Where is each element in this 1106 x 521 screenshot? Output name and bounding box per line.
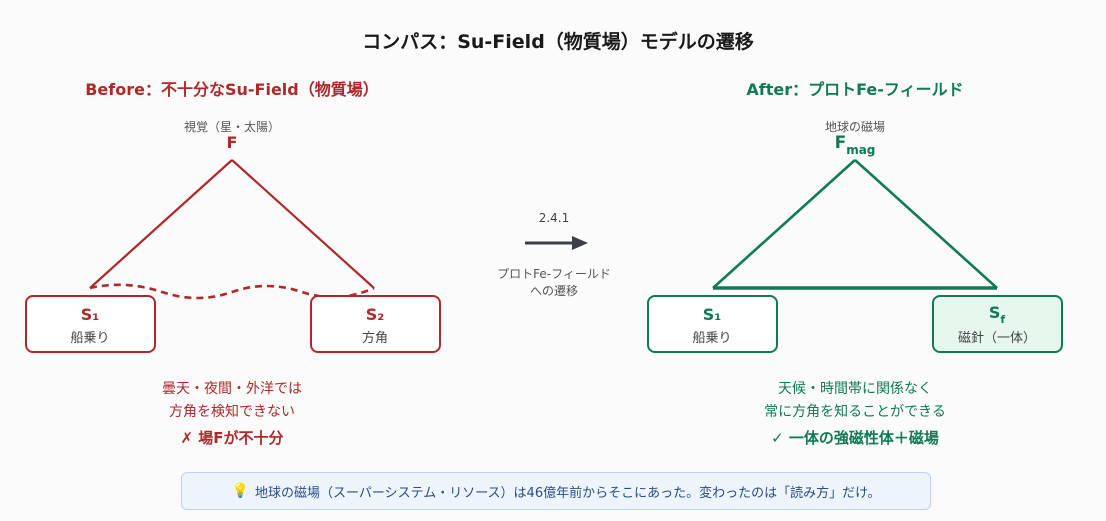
lightbulb-icon: 💡 xyxy=(231,483,249,499)
before-left-edge xyxy=(89,159,233,289)
before-desc-line1: 曇天・夜間・外洋では xyxy=(162,381,302,397)
before-s1-label: 船乗り xyxy=(70,331,109,346)
before-verdict: ✗ 場Fが不十分 xyxy=(180,429,283,447)
after-field-label: 地球の磁場 xyxy=(825,119,885,134)
footnote-box: 💡 地球の磁場（スーパーシステム・リソース）は46億年前からそこにあった。変わっ… xyxy=(181,472,931,510)
after-desc-line2: 常に方角を知ることができる xyxy=(764,403,946,420)
before-right-edge xyxy=(231,159,375,289)
after-field-symbol-sub: mag xyxy=(846,143,875,157)
footnote-text: 地球の磁場（スーパーシステム・リソース）は46億年前からそこにあった。変わったの… xyxy=(254,485,881,501)
before-insufficient-link xyxy=(89,283,375,300)
after-s1-symbol: S₁ xyxy=(703,305,722,324)
after-sf-symbol: Sf xyxy=(989,303,1006,326)
after-sf-symbol-main: S xyxy=(989,303,1001,322)
before-field-symbol: F xyxy=(227,133,238,152)
transition-line2: への遷移 xyxy=(530,284,578,298)
after-heading: After：プロトFe-フィールド xyxy=(746,80,963,99)
before-s1-symbol: S₁ xyxy=(81,305,100,324)
before-s2-box xyxy=(310,295,441,353)
before-s2-symbol: S₂ xyxy=(366,305,385,324)
after-sf-symbol-sub: f xyxy=(1000,313,1005,326)
after-left-edge xyxy=(712,159,856,289)
after-s1-label: 船乗り xyxy=(692,331,731,346)
before-field-label: 視覚（星・太陽） xyxy=(184,119,280,134)
after-panel: After：プロトFe-フィールド 地球の磁場 Fmag S₁ 船乗り Sf 磁… xyxy=(647,80,1063,447)
after-s1-box xyxy=(647,295,778,353)
after-desc-line1: 天候・時間帯に関係なく xyxy=(778,381,932,397)
after-sf-box xyxy=(932,295,1063,353)
page-title: コンパス：Su-Field（物質場）モデルの遷移 xyxy=(362,30,754,53)
after-right-edge xyxy=(854,159,998,289)
before-heading: Before：不十分なSu-Field（物質場） xyxy=(85,80,379,99)
transition-panel: 2.4.1 プロトFe-フィールド への遷移 xyxy=(497,211,611,298)
before-panel: Before：不十分なSu-Field（物質場） 視覚（星・太陽） F S₁ 船… xyxy=(25,80,441,447)
before-s1-box xyxy=(25,295,156,353)
transition-line1: プロトFe-フィールド xyxy=(497,267,611,281)
after-field-symbol-main: F xyxy=(835,133,847,153)
after-sf-label: 磁針（一体） xyxy=(958,331,1036,346)
after-verdict: ✓ 一体の強磁性体＋磁場 xyxy=(771,429,939,447)
transition-arrow-icon xyxy=(572,236,588,250)
after-field-symbol: Fmag xyxy=(835,133,876,157)
before-s2-label: 方角 xyxy=(362,330,388,346)
transition-code: 2.4.1 xyxy=(539,211,570,225)
before-desc-line2: 方角を検知できない xyxy=(169,403,295,420)
